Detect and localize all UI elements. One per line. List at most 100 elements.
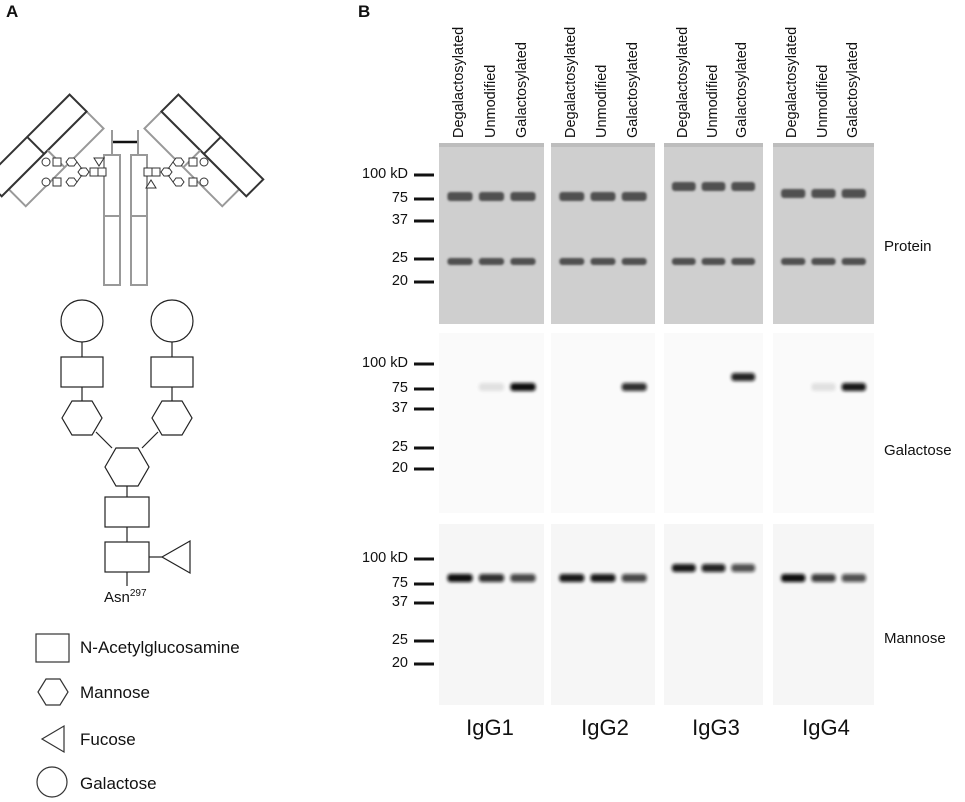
isotype-label-igg3: IgG3 [692, 715, 740, 740]
band-protein-igg1-lane1-light [478, 258, 505, 265]
glcnac-right [150, 356, 194, 388]
band-galactose-igg1-lane2 [510, 383, 536, 391]
band-mannose-igg3-lane2 [731, 564, 756, 572]
galactose-right [150, 299, 194, 343]
blot-protein-igg2 [551, 143, 655, 324]
marker-label-mannose-4: 20 [391, 655, 408, 671]
blot-galactose-igg2 [551, 333, 655, 513]
band-protein-igg3-lane2-heavy [731, 182, 756, 191]
panel-a-diagram [0, 93, 265, 798]
mannose-left [61, 400, 103, 436]
band-mannose-igg3-lane0 [671, 564, 696, 572]
band-mannose-igg2-lane1 [590, 574, 616, 582]
band-protein-igg4-lane0-heavy [781, 189, 806, 198]
marker-label-galactose-1: 75 [391, 380, 408, 396]
lane-header-igg4-degalactosylated: Degalactosylated [784, 26, 801, 138]
marker-label-protein-3: 25 [391, 250, 408, 266]
marker-label-galactose-3: 25 [391, 439, 408, 455]
blot-mannose-igg3 [664, 524, 763, 705]
marker-label-mannose-1: 75 [391, 575, 408, 591]
band-mannose-igg4-lane1 [811, 574, 836, 582]
marker-label-galactose-4: 20 [391, 460, 408, 476]
band-mannose-igg2-lane0 [559, 574, 585, 582]
lane-header-igg1-galactosylated: Galactosylated [514, 42, 530, 138]
galactose-left [60, 299, 104, 343]
marker-label-mannose-0: 100 kD [362, 550, 408, 566]
band-mannose-igg4-lane2 [841, 574, 866, 582]
band-mannose-igg1-lane1 [478, 574, 505, 582]
band-protein-igg4-lane0-light [781, 258, 806, 265]
lane-header-igg2-galactosylated: Galactosylated [625, 42, 642, 138]
band-protein-igg1-lane2-heavy [510, 192, 536, 201]
marker-label-mannose-3: 25 [391, 632, 408, 648]
band-protein-igg3-lane1-heavy [701, 182, 726, 191]
panel-a-label: A [6, 2, 19, 21]
legend-label-galactose: Galactose [80, 774, 157, 793]
lane-header-igg4-galactosylated: Galactosylated [844, 42, 861, 138]
square-icon [35, 633, 70, 663]
band-protein-igg2-lane2-light [621, 258, 647, 265]
marker-label-mannose-2: 37 [391, 594, 408, 610]
legend-label-mannose: Mannose [80, 683, 150, 702]
band-mannose-igg3-lane1 [701, 564, 726, 572]
band-mannose-igg2-lane2 [621, 574, 647, 582]
glcnac-core-2 [104, 541, 150, 573]
band-protein-igg4-lane1-heavy [811, 189, 836, 198]
lane-header-igg3-unmodified: Unmodified [704, 64, 721, 138]
marker-label-galactose-0: 100 kD [362, 355, 408, 371]
mannose-core [104, 447, 150, 487]
band-mannose-igg4-lane0 [781, 574, 806, 582]
fc-chain-right [130, 154, 148, 286]
band-protein-igg4-lane2-light [841, 258, 866, 265]
lane-header-igg4-unmodified: Unmodified [814, 64, 831, 138]
blot-edge-igg1 [439, 143, 544, 147]
row-label-protein: Protein [884, 238, 932, 255]
legend-label-glcnac: N-Acetylglucosamine [80, 638, 240, 657]
blot-protein-igg4 [773, 143, 874, 324]
band-protein-igg2-lane1-light [590, 258, 616, 265]
blot-mannose-igg2 [551, 524, 655, 705]
glcnac-left [60, 356, 104, 388]
band-galactose-igg4-lane1 [811, 383, 836, 391]
band-galactose-igg2-lane2 [621, 383, 647, 391]
blot-protein-igg1 [439, 143, 544, 324]
blot-protein-igg3 [664, 143, 763, 324]
fucose-core [160, 539, 191, 575]
band-protein-igg1-lane0-heavy [447, 192, 473, 201]
band-mannose-igg1-lane0 [447, 574, 473, 582]
hexagon-icon [37, 678, 69, 706]
antibody-schematic [0, 93, 265, 286]
blot-galactose-igg3 [664, 333, 763, 513]
panel-b-label: B [358, 2, 371, 21]
glcnac-core-1 [104, 496, 150, 528]
blot-mannose-igg4 [773, 524, 874, 705]
blot-galactose-igg4 [773, 333, 874, 513]
band-galactose-igg1-lane1 [478, 383, 505, 391]
band-protein-igg1-lane1-heavy [478, 192, 505, 201]
marker-label-protein-4: 20 [391, 273, 408, 289]
lane-header-igg3-galactosylated: Galactosylated [734, 42, 751, 138]
row-label-mannose: Mannose [884, 630, 946, 647]
band-protein-igg1-lane0-light [447, 258, 473, 265]
band-mannose-igg1-lane2 [510, 574, 536, 582]
lane-header-igg1-degalactosylated: Degalactosylated [451, 26, 467, 138]
lane-header-igg2-unmodified: Unmodified [594, 64, 610, 138]
lane-header-igg1-unmodified: Unmodified [482, 64, 499, 138]
lane-header-igg2-degalactosylated: Degalactosylated [562, 26, 579, 138]
band-protein-igg3-lane1-light [701, 258, 726, 265]
row-label-galactose: Galactose [884, 442, 952, 459]
blot-galactose-igg1 [439, 333, 544, 513]
triangle-icon [40, 724, 65, 754]
band-protein-igg2-lane2-heavy [621, 192, 647, 201]
band-galactose-igg3-lane2 [731, 373, 756, 381]
band-galactose-igg4-lane2 [841, 383, 866, 391]
band-protein-igg3-lane2-light [731, 258, 756, 265]
band-protein-igg2-lane0-heavy [559, 192, 585, 201]
band-protein-igg4-lane1-light [811, 258, 836, 265]
circle-icon [36, 766, 68, 798]
band-protein-igg2-lane1-heavy [590, 192, 616, 201]
blot-edge-igg2 [551, 143, 655, 147]
legend-label-fucose: Fucose [80, 730, 136, 749]
asn-label: Asn297 [104, 588, 147, 606]
